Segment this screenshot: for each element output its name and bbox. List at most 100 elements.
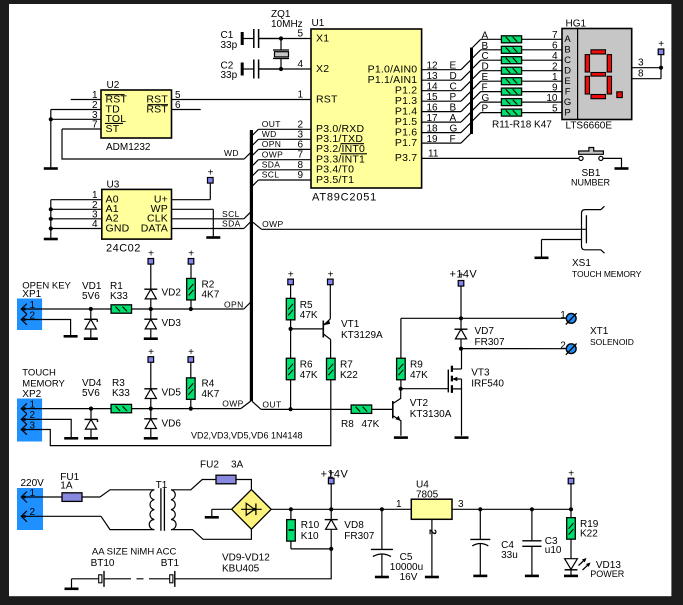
svg-text:SCL: SCL: [262, 170, 280, 180]
svg-text:7: 7: [552, 30, 558, 41]
svg-text:5V6: 5V6: [82, 291, 100, 302]
svg-text:FU1: FU1: [60, 472, 79, 483]
svg-text:2: 2: [30, 410, 36, 421]
svg-text:3: 3: [92, 110, 98, 121]
svg-text:13: 13: [427, 71, 439, 82]
svg-text:R8: R8: [341, 419, 354, 430]
svg-text:ST: ST: [106, 123, 120, 135]
svg-text:OPEN KEY: OPEN KEY: [22, 280, 71, 291]
svg-text:+: +: [148, 249, 154, 260]
svg-text:OUT: OUT: [262, 119, 281, 129]
svg-text:VD13: VD13: [596, 560, 621, 571]
svg-text:SOLENOID: SOLENOID: [590, 337, 634, 347]
svg-text:A1: A1: [106, 203, 119, 215]
svg-text:T1: T1: [156, 480, 168, 491]
svg-text:3: 3: [458, 499, 464, 510]
svg-text:3: 3: [92, 209, 98, 220]
svg-text:VD6: VD6: [162, 419, 182, 430]
svg-text:OPN: OPN: [224, 299, 244, 309]
svg-text:P3.7: P3.7: [395, 152, 417, 164]
svg-text:DATA: DATA: [141, 222, 168, 234]
svg-text:1: 1: [396, 499, 402, 510]
svg-text:VT1: VT1: [341, 319, 360, 330]
svg-text:8: 8: [297, 160, 303, 171]
svg-text:WP: WP: [151, 203, 168, 215]
svg-text:SDA: SDA: [262, 160, 281, 170]
svg-text:A0: A0: [106, 194, 119, 206]
svg-text:+: +: [568, 468, 574, 479]
svg-text:R5: R5: [300, 300, 313, 311]
svg-text:K22: K22: [580, 529, 598, 540]
svg-text:E: E: [564, 76, 570, 87]
svg-text:XS1: XS1: [572, 258, 591, 269]
svg-text:POWER: POWER: [590, 569, 625, 579]
svg-text:P: P: [450, 92, 457, 103]
svg-text:P1.7: P1.7: [395, 137, 417, 149]
svg-text:R7: R7: [340, 359, 353, 370]
svg-text:SDA: SDA: [222, 219, 241, 229]
svg-text:47K: 47K: [300, 370, 318, 381]
svg-text:12: 12: [427, 60, 439, 71]
svg-text:R1: R1: [110, 281, 123, 292]
svg-text:K33: K33: [110, 291, 128, 302]
svg-text:VD1: VD1: [82, 281, 102, 292]
svg-text:R3: R3: [112, 378, 125, 389]
svg-text:5: 5: [297, 29, 303, 40]
svg-text:C2: C2: [221, 60, 234, 71]
svg-text:BT10: BT10: [91, 558, 115, 569]
svg-text:G: G: [564, 97, 571, 108]
svg-text:C3: C3: [545, 536, 558, 547]
svg-text:220V: 220V: [21, 478, 45, 489]
svg-text:7: 7: [92, 120, 98, 131]
svg-text:4: 4: [552, 51, 558, 62]
svg-text:2: 2: [30, 507, 36, 518]
svg-text:ZQ1: ZQ1: [271, 9, 291, 20]
svg-text:9: 9: [552, 82, 558, 93]
svg-text:P3.1/TXD: P3.1/TXD: [316, 133, 363, 145]
svg-text:P1.2: P1.2: [395, 85, 417, 97]
svg-text:LTS6660E: LTS6660E: [566, 121, 613, 132]
svg-text:VD9-VD12: VD9-VD12: [222, 553, 270, 564]
svg-text:U4: U4: [416, 480, 429, 491]
svg-text:A: A: [482, 30, 489, 41]
svg-text:B: B: [482, 41, 489, 52]
svg-text:+: +: [288, 269, 294, 280]
svg-text:D: D: [564, 66, 571, 77]
svg-text:F: F: [482, 83, 488, 94]
svg-text:F: F: [565, 87, 571, 98]
svg-text:AA SIZE NiMH ACC: AA SIZE NiMH ACC: [92, 547, 177, 558]
svg-text:C5: C5: [400, 552, 413, 563]
svg-text:K10: K10: [301, 531, 319, 542]
svg-text:+: +: [188, 347, 194, 358]
svg-text:P1.3: P1.3: [395, 95, 417, 107]
svg-text:C4: C4: [501, 540, 514, 551]
svg-text:SB1: SB1: [582, 168, 601, 179]
svg-text:C1: C1: [221, 30, 234, 41]
svg-text:16: 16: [427, 102, 439, 113]
svg-text:SCL: SCL: [222, 209, 240, 219]
svg-text:1: 1: [560, 310, 566, 321]
svg-text:B: B: [450, 103, 457, 114]
svg-text:RST: RST: [146, 103, 168, 115]
svg-text:RST: RST: [316, 93, 338, 105]
svg-text:XP2: XP2: [22, 389, 41, 400]
svg-text:MEMORY: MEMORY: [22, 378, 65, 389]
svg-text:OPN: OPN: [262, 139, 282, 149]
svg-text:FU2: FU2: [200, 459, 219, 470]
svg-text:7805: 7805: [416, 489, 439, 500]
svg-text:U2: U2: [107, 80, 120, 91]
svg-text:R9: R9: [410, 359, 423, 370]
svg-text:U3: U3: [107, 180, 120, 191]
svg-text:KBU405: KBU405: [222, 564, 260, 575]
svg-text:X1: X1: [316, 32, 329, 44]
svg-text:16V: 16V: [400, 572, 418, 583]
svg-text:R19: R19: [580, 519, 599, 530]
svg-text:P3.2/INT0: P3.2/INT0: [316, 143, 365, 155]
svg-text:C: C: [482, 51, 489, 62]
svg-text:+: +: [148, 347, 154, 358]
svg-text:C: C: [564, 55, 571, 66]
svg-text:3: 3: [638, 57, 644, 68]
svg-text:+: +: [328, 269, 334, 280]
svg-text:TD: TD: [106, 103, 121, 115]
svg-text:6: 6: [297, 139, 303, 150]
